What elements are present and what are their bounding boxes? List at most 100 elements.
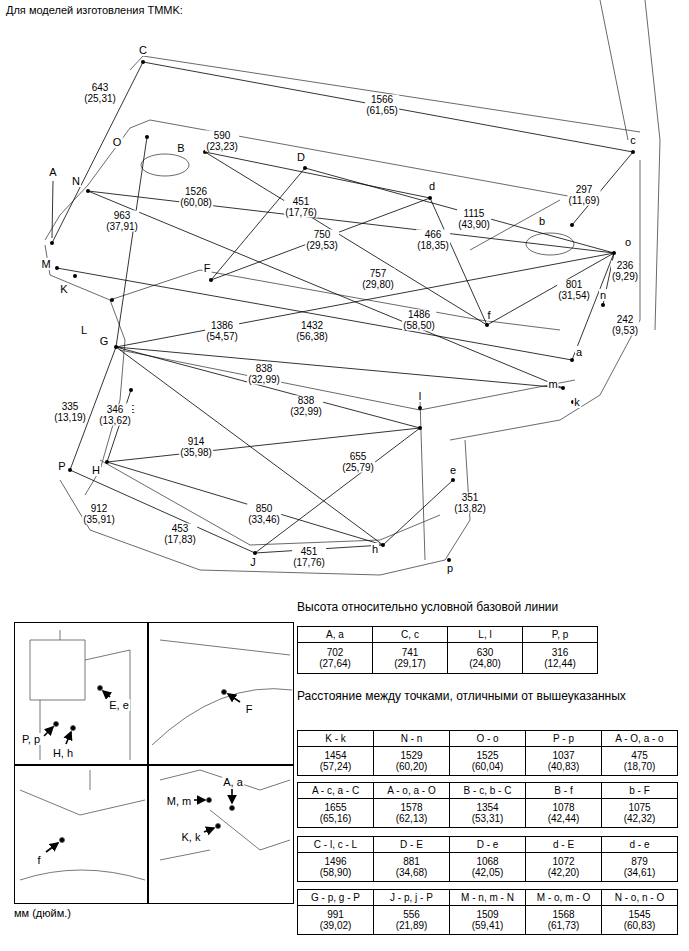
- apron: [45, 120, 150, 240]
- point-letter: G: [99, 335, 110, 347]
- point-dot: [68, 468, 72, 472]
- table-cell: 556 (21,89): [373, 905, 450, 935]
- dimension-label: 1486 (58,50): [402, 310, 436, 331]
- table-cell: 741 (29,17): [372, 642, 448, 674]
- point-pair: A - c, a - C: [312, 785, 359, 797]
- cowl-edge: [130, 56, 640, 132]
- dimension-line: [383, 480, 453, 545]
- dimension-line: [305, 168, 614, 253]
- point-pair: d - E: [553, 839, 574, 851]
- dimension-label: 590 (23,23): [205, 131, 239, 152]
- dimension-line: [116, 347, 383, 545]
- point-pair: b - F: [629, 785, 650, 797]
- dimension-line: [52, 62, 143, 243]
- dimension-value: 741 (29,17): [394, 647, 426, 670]
- pointer-arrow: [228, 694, 240, 702]
- dimension-value: 1072 (42,20): [548, 856, 580, 879]
- dimension-line: [107, 390, 131, 462]
- point-dot: [631, 150, 635, 154]
- units-note: мм (дюйм.): [14, 907, 71, 919]
- point-dot: [561, 386, 565, 390]
- point-dot: [86, 189, 90, 193]
- point-dot: [485, 323, 489, 327]
- point-letter: B: [176, 142, 185, 154]
- point-pair: D - e: [477, 839, 499, 851]
- table-cell: b - F: [601, 782, 678, 799]
- table-cell: 1068 (42,05): [449, 852, 526, 882]
- pointer-arrow: [46, 843, 58, 852]
- table-cell: B - f: [525, 782, 602, 799]
- point-dot: [110, 298, 114, 302]
- point-callout: M, m: [166, 795, 192, 807]
- point-pair: M - o, m - O: [537, 892, 590, 904]
- point-pair: C - l, c - L: [314, 839, 357, 851]
- radiator-support: [420, 400, 425, 560]
- pointer-arrow: [66, 732, 71, 744]
- table-cell: N - o, n - O: [601, 889, 678, 906]
- dimension-label: 335 (13,19): [53, 402, 87, 423]
- point-letter: H: [91, 464, 101, 476]
- dimension-value: 1529 (60,20): [396, 750, 428, 773]
- dimension-line: [205, 152, 487, 325]
- dimension-line: [116, 137, 147, 347]
- body-outline: [45, 0, 660, 575]
- table-cell: A, a: [297, 626, 373, 643]
- dimension-value: 1655 (65,16): [320, 802, 352, 825]
- point-callout: K, k: [181, 831, 202, 843]
- dimension-label: 451 (17,76): [292, 547, 326, 568]
- point-dot: [54, 722, 59, 727]
- table-cell: 1545 (60,83): [601, 905, 678, 935]
- point-dot: [601, 303, 605, 307]
- table-cell: 879 (34,61): [601, 852, 678, 882]
- table-cell: d - E: [525, 836, 602, 853]
- point-pair: d - e: [629, 839, 649, 851]
- dimension-value: 702 (27,64): [319, 647, 351, 670]
- pointer-arrow: [204, 828, 214, 832]
- dimension-value: 879 (34,61): [624, 856, 656, 879]
- point-letter: D: [296, 151, 306, 163]
- table-cell: M - n, m - N: [449, 889, 526, 906]
- inset-detail: [152, 640, 292, 745]
- point-dot: [209, 278, 213, 282]
- dimension-line: [107, 462, 383, 545]
- point-pair: M - n, m - N: [461, 892, 514, 904]
- dimension-value: 881 (34,68): [396, 856, 428, 879]
- point-dot: [145, 135, 149, 139]
- dimension-line: [57, 268, 572, 360]
- dimension-label: 236 (9,29): [611, 261, 639, 282]
- table-heading: Высота относительно условной базовой лин…: [297, 600, 558, 614]
- table-cell: B - c, b - C: [449, 782, 526, 799]
- table-cell: C - l, c - L: [297, 836, 374, 853]
- point-letter: A: [48, 166, 57, 178]
- table-cell: G - p, g - P: [297, 889, 374, 906]
- point-letter: J: [249, 556, 257, 568]
- table-cell: D - e: [449, 836, 526, 853]
- dimension-label: 912 (35,91): [82, 504, 116, 525]
- table-cell: P - p: [525, 730, 602, 747]
- dimension-value: 1509 (59,41): [472, 909, 504, 932]
- point-dot: [141, 60, 145, 64]
- dimension-value: 630 (24,80): [469, 647, 501, 670]
- point-dot: [428, 196, 432, 200]
- table-cell: 991 (39,02): [297, 905, 374, 935]
- table-cell: d - e: [601, 836, 678, 853]
- dimension-label: 297 (11,69): [568, 185, 601, 206]
- point-letter: p: [446, 562, 454, 574]
- dimension-line: [572, 253, 614, 360]
- point-pair: N - o, n - O: [615, 892, 664, 904]
- dimension-value: 1454 (57,24): [320, 750, 352, 773]
- point-letter: L: [80, 324, 88, 336]
- table-cell: 1525 (60,04): [449, 746, 526, 776]
- point-letter: m: [547, 378, 558, 390]
- table-cell: 316 (12,44): [522, 642, 598, 674]
- point-callout: f: [36, 854, 41, 866]
- point-dot: [207, 798, 212, 803]
- point-letter: h: [371, 543, 379, 555]
- point-dot: [222, 690, 227, 695]
- dimension-line: [70, 470, 255, 553]
- point-letter: n: [599, 289, 607, 301]
- point-pair: O - o: [476, 733, 498, 745]
- point-letter: C: [138, 44, 148, 56]
- dimension-value: 991 (39,02): [320, 909, 352, 932]
- dimension-label: 963 (37,91): [105, 211, 139, 232]
